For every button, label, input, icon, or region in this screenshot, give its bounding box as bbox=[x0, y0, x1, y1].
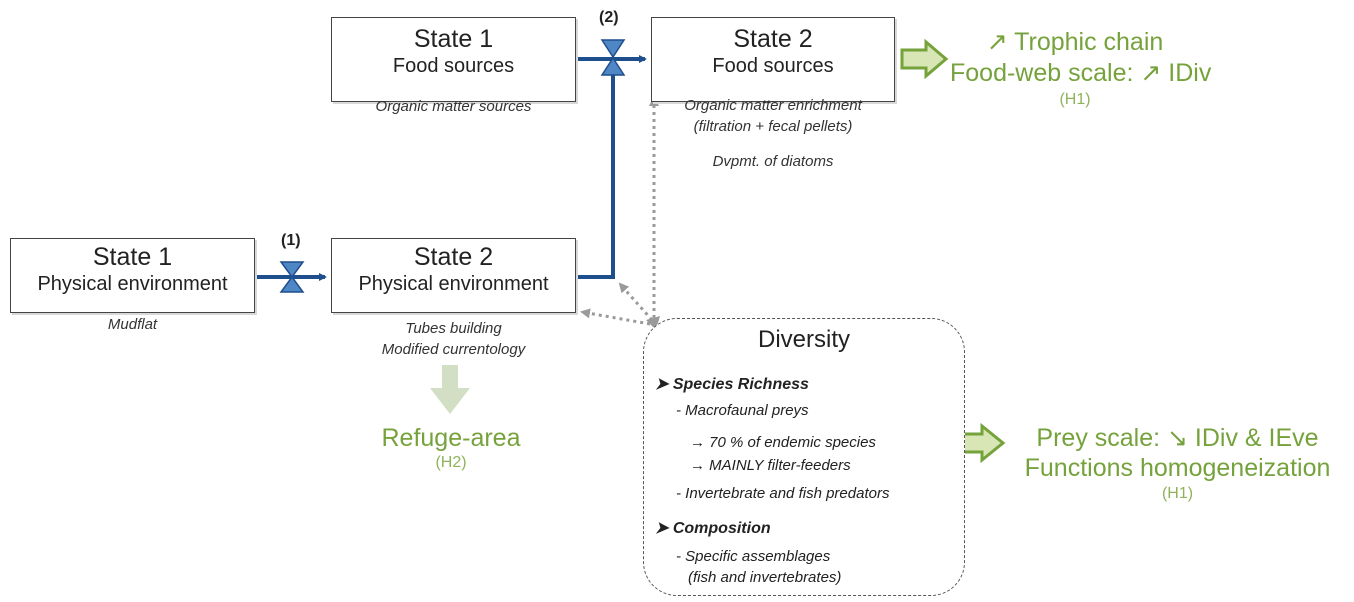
outcome-prey-scale: Prey scale: ↘ IDiv & IEve bbox=[1036, 424, 1319, 452]
diversity-title: Diversity bbox=[757, 326, 850, 353]
box-title: State 1 bbox=[92, 243, 173, 271]
box-title: State 1 bbox=[413, 25, 494, 53]
step-label-2: (2) bbox=[599, 9, 619, 26]
note-tubes: Tubes building bbox=[405, 320, 502, 337]
box-subtitle: Physical environment bbox=[37, 273, 228, 295]
note-enrichment-1: Organic matter enrichment bbox=[684, 97, 862, 114]
macrofaunal-preys: - Macrofaunal preys bbox=[676, 402, 809, 419]
hypothesis-h1-right: (H1) bbox=[1161, 485, 1194, 502]
outcome-arrow-foodweb bbox=[900, 38, 949, 80]
box-subtitle: Food sources bbox=[712, 55, 834, 77]
note-organic-sources: Organic matter sources bbox=[375, 98, 532, 115]
step-label-1: (1) bbox=[281, 232, 301, 249]
box-title: State 2 bbox=[733, 25, 813, 53]
diversity-panel bbox=[643, 318, 965, 596]
hypothesis-h1-top: (H1) bbox=[1059, 91, 1091, 108]
hypothesis-h2: (H2) bbox=[435, 454, 467, 471]
physical-state2-box: State 2 Physical environment bbox=[331, 238, 576, 313]
outcome-arrow-prey bbox=[958, 422, 1006, 464]
outcome-refuge-area: Refuge-area bbox=[381, 424, 521, 452]
physical-state1-box: State 1 Physical environment bbox=[10, 238, 255, 313]
outcome-foodweb-scale: Food-web scale: ↗ IDiv bbox=[950, 59, 1212, 87]
valve-icon-1 bbox=[279, 261, 305, 293]
filter-feeders: → MAINLY filter-feeders bbox=[690, 457, 851, 474]
food-sources-state1-box: State 1 Food sources bbox=[331, 17, 576, 102]
flow-line-vertical bbox=[577, 59, 615, 279]
note-diatoms: Dvpmt. of diatoms bbox=[712, 153, 834, 170]
outcome-functions: Functions homogeneization bbox=[1024, 454, 1331, 482]
note-mudflat: Mudflat bbox=[107, 316, 158, 333]
note-enrichment-2: (filtration + fecal pellets) bbox=[693, 118, 853, 135]
species-richness-heading: ➤ Species Richness bbox=[655, 376, 809, 393]
predators: - Invertebrate and fish predators bbox=[676, 485, 890, 502]
box-title: State 2 bbox=[413, 243, 494, 271]
dotted-arrow-to-phys2 bbox=[580, 308, 651, 326]
food-sources-state2-box: State 2 Food sources bbox=[651, 17, 895, 102]
box-subtitle: Food sources bbox=[392, 55, 515, 77]
assemblages-detail: (fish and invertebrates) bbox=[688, 569, 842, 586]
note-currentology: Modified currentology bbox=[381, 341, 526, 358]
composition-heading: ➤ Composition bbox=[655, 520, 771, 537]
refuge-arrow bbox=[430, 365, 470, 414]
outcome-trophic-chain: ↗ Trophic chain bbox=[986, 28, 1164, 56]
box-subtitle: Physical environment bbox=[358, 273, 549, 295]
endemic-species: → 70 % of endemic species bbox=[690, 434, 876, 451]
dotted-arrow-to-vertical bbox=[618, 282, 654, 321]
specific-assemblages: - Specific assemblages bbox=[676, 548, 831, 565]
valve-icon-2 bbox=[600, 39, 626, 76]
